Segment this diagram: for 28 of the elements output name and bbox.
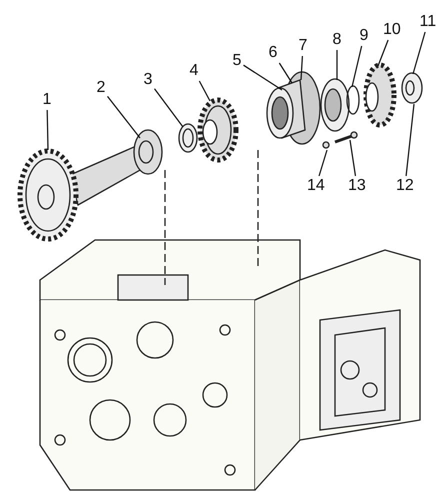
- leader-line: [278, 62, 292, 84]
- callout-number: 9: [360, 28, 368, 44]
- leader-line: [46, 110, 49, 150]
- leader-line: [351, 46, 362, 88]
- callout-number: 3: [144, 72, 152, 88]
- callout-number: 5: [232, 53, 242, 69]
- leader-line: [318, 150, 328, 176]
- callout-number: 4: [190, 63, 198, 79]
- leader-line: [406, 104, 415, 176]
- callout-number: 8: [332, 32, 342, 48]
- leader-line: [377, 40, 389, 66]
- leader-line: [336, 50, 338, 80]
- leader-line: [349, 140, 356, 176]
- leader-line: [154, 88, 184, 128]
- leader-line: [243, 64, 282, 90]
- callout-number: 2: [96, 80, 106, 96]
- callout-number: 13: [348, 178, 366, 194]
- callout-number: 10: [383, 22, 401, 38]
- callout-number: 6: [268, 45, 278, 61]
- leader-line: [412, 32, 426, 74]
- leader-line: [198, 80, 211, 102]
- callout-number: 14: [307, 178, 325, 194]
- leader-line: [107, 96, 140, 138]
- callout-number: 11: [420, 14, 436, 30]
- leader-line: [300, 56, 303, 80]
- callout-number: 1: [42, 92, 52, 108]
- callout-number: 12: [396, 178, 414, 194]
- callout-number: 7: [298, 38, 308, 54]
